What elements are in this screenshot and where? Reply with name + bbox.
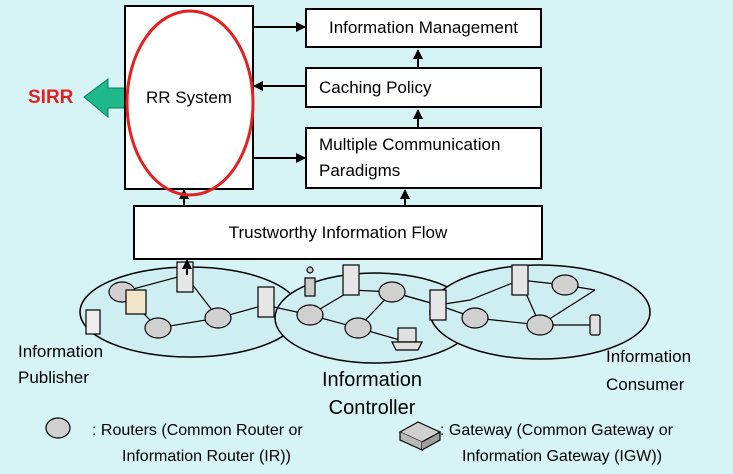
caching-policy-label: Caching Policy [319,77,432,97]
caching-policy-box: Caching Policy [305,67,542,108]
legend-gateway-line-1: : Gateway (Common Gateway or [440,422,673,439]
legend-router-line-2: Information Router (IR)) [122,448,291,465]
rr-system-label: RR System [146,87,232,107]
legend-router-line-1: : Routers (Common Router or [92,422,303,439]
information-management-label: Information Management [329,18,518,37]
sirr-label: SIRR [28,87,74,108]
consumer-label: Information Consumer [606,343,691,399]
multiple-communication-label-2: Paradigms [319,161,401,180]
sirr-arrow [83,78,129,119]
legend-gateway-line-2: Information Gateway (IGW)) [462,448,663,465]
publisher-devices-icon [85,289,147,335]
rr-system-box: RR System [124,5,254,190]
legend-router-text: : Routers (Common Router or Information … [92,418,303,470]
multiple-communication-label-1: Multiple Communication [319,135,501,154]
publisher-label-2: Publisher [18,368,89,387]
controller-label: Information Controller [322,366,422,422]
publisher-label: Information Publisher [18,339,103,391]
trustworthy-flow-box: Trustworthy Information Flow [133,205,543,260]
publisher-label-1: Information [18,342,104,361]
trustworthy-flow-label: Trustworthy Information Flow [228,222,448,242]
consumer-label-2: Consumer [606,375,685,394]
information-management-box: Information Management [305,8,542,48]
laptop-icon [391,327,423,351]
multiple-communication-box: Multiple Communication Paradigms [305,127,542,189]
controller-label-2: Controller [328,397,416,419]
legend-gateway-text: : Gateway (Common Gateway or Information… [440,418,673,470]
consumer-label-1: Information [606,347,692,366]
antenna-icon [304,266,316,297]
server-icons [176,261,529,321]
legend-gateway-icon [398,421,442,451]
controller-label-1: Information [322,369,423,391]
legend-router-icon [45,417,71,439]
phone-icon [589,314,601,336]
